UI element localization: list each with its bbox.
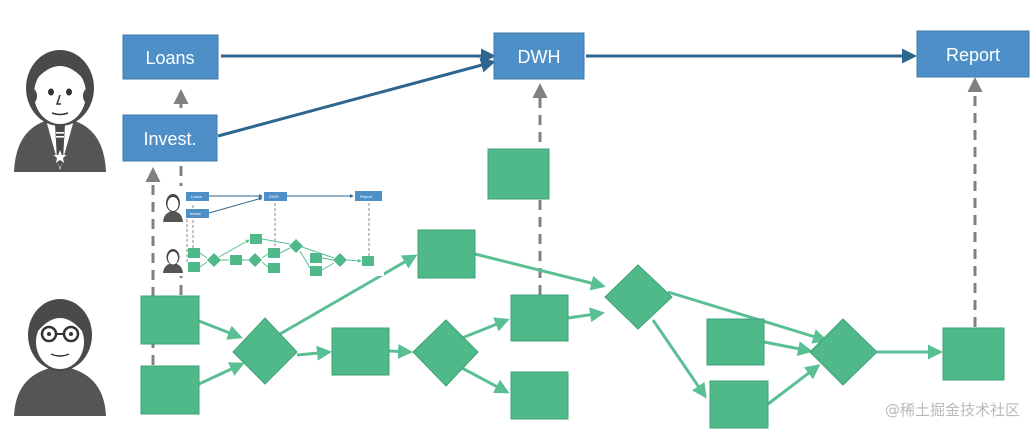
node-loans[interactable]: Loans bbox=[122, 34, 219, 80]
arrow-d2-to-g5 bbox=[461, 317, 510, 340]
arrow-d1-to-g3 bbox=[279, 254, 418, 336]
watermark: @稀土掘金技术社区 bbox=[884, 401, 1020, 419]
tech-node-join-3[interactable] bbox=[604, 264, 673, 330]
node-report[interactable]: Report bbox=[916, 30, 1030, 78]
arrow-g7-to-d4 bbox=[763, 340, 813, 357]
tech-node-join-4[interactable] bbox=[809, 318, 878, 386]
arrow-d3-to-g8 bbox=[651, 319, 707, 399]
node-invest-label: Invest. bbox=[143, 129, 196, 149]
node-dwh[interactable]: DWH bbox=[493, 32, 585, 80]
mini-manager-icon bbox=[163, 194, 183, 222]
arrow-invest-to-dwh bbox=[217, 57, 496, 138]
arrow-d3-to-d4 bbox=[667, 290, 828, 344]
arrow-g8-to-d4 bbox=[767, 364, 821, 406]
svg-text:Report: Report bbox=[360, 194, 373, 199]
arrow-g5-to-d3 bbox=[567, 307, 605, 323]
tech-node-transform-3[interactable] bbox=[709, 380, 769, 429]
tech-node-branch-up[interactable] bbox=[417, 229, 476, 279]
tech-node-transform-2[interactable] bbox=[706, 318, 765, 366]
tech-node-source-1[interactable] bbox=[140, 295, 200, 345]
node-loans-label: Loans bbox=[145, 48, 194, 68]
arrow-g2-to-d1 bbox=[198, 362, 245, 386]
tech-node-report-feed[interactable] bbox=[942, 327, 1005, 381]
arrow-g3-to-d3 bbox=[474, 252, 606, 291]
tech-node-dwh-feed[interactable] bbox=[510, 294, 569, 342]
arrow-g4-to-d2 bbox=[388, 343, 413, 359]
arrow-d2-to-g6 bbox=[461, 366, 510, 394]
arrow-d1-to-g4 bbox=[296, 345, 332, 361]
mini-overview: Loans Invest DWH Report bbox=[162, 186, 384, 276]
node-dwh-label: DWH bbox=[518, 47, 561, 67]
svg-text:DWH: DWH bbox=[269, 194, 279, 199]
manager-person-icon bbox=[14, 50, 106, 172]
arrow-g1-to-d1 bbox=[198, 319, 243, 340]
node-report-label: Report bbox=[946, 45, 1000, 65]
node-invest[interactable]: Invest. bbox=[122, 114, 218, 162]
mini-engineer-icon bbox=[163, 249, 183, 273]
tech-node-side-output[interactable] bbox=[510, 371, 569, 420]
tech-node-join-2[interactable] bbox=[412, 319, 479, 387]
svg-text:Loans: Loans bbox=[191, 194, 202, 199]
tech-node-dwh-upstream[interactable] bbox=[487, 148, 550, 200]
tech-node-source-2[interactable] bbox=[140, 365, 200, 415]
engineer-glasses-person-icon bbox=[14, 299, 106, 416]
tech-node-join-1[interactable] bbox=[232, 317, 298, 385]
svg-text:Invest: Invest bbox=[190, 211, 202, 216]
tech-node-transform-1[interactable] bbox=[331, 327, 390, 376]
